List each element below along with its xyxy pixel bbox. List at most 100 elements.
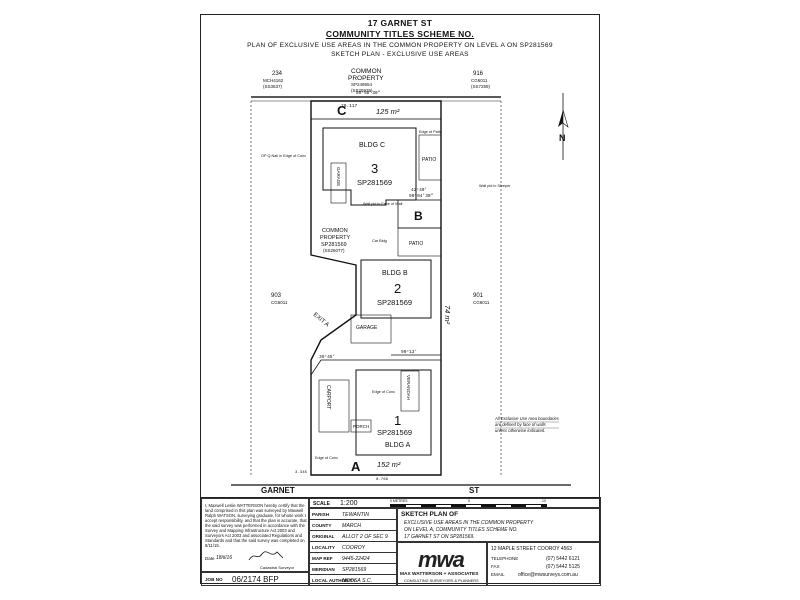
field-row: COUNTY MARCH [310, 520, 396, 531]
common-mid-3: SP281569 [321, 242, 347, 248]
lot1-sp: SP281569 [377, 428, 412, 437]
lot2-number: 2 [394, 281, 401, 296]
fields-cell: PARISH TEWANTIN COUNTY MARCH ORIGINAL ALLOT 2… [309, 508, 397, 586]
field-row: LOCALITY COOROY [310, 542, 396, 553]
exit-a-label: EXIT A [312, 312, 330, 329]
common-property-top-2: PROPERTY [348, 75, 384, 82]
note-line-1: All Exclusive Use Area boundaries [494, 416, 560, 421]
lot-234-plan: MCH4162 [263, 78, 284, 83]
area-a-size: 152 m² [377, 460, 401, 469]
scale-bar-0: 0 METRES [390, 499, 408, 503]
note-line-2: are defined by face of walls [495, 422, 547, 427]
top-bearing: 89°58'30" [356, 90, 381, 96]
common-property-top-3: SP249554 [351, 82, 373, 87]
field-key: LOCALITY [312, 545, 335, 550]
field-row: PARISH TEWANTIN [310, 509, 396, 520]
annotation-3: Car Bldg [372, 239, 387, 243]
surveyor-signature [248, 551, 284, 561]
north-label: N [559, 133, 566, 143]
plan-subtitle-2: SKETCH PLAN - EXCLUSIVE USE AREAS [331, 51, 469, 58]
scale-cell: SCALE 1:200 0 METRES 5 10 [309, 498, 601, 508]
sketch-title-cell: SKETCH PLAN OF EXCLUSIVE USE AREAS IN TH… [397, 508, 601, 542]
annotation-8: 3.345 [295, 471, 308, 475]
field-row: ORIGINAL ALLOT 2 OF SEC 9 [310, 531, 396, 542]
surveyor-statement: I, Maxwell Leslie WATTERSON hereby certi… [205, 503, 307, 548]
lot2-sp: SP281569 [377, 298, 412, 307]
bearing-exit: 39°45' [319, 354, 335, 360]
firm-logo: mwa [418, 547, 465, 572]
scale-key: SCALE [313, 501, 330, 507]
field-value: SP281569 [342, 566, 367, 573]
common-property-top-4: (SS25935) [351, 88, 373, 93]
annotation-9: 8.769 [376, 478, 389, 482]
job-no-value: 06/2174 BFP [232, 575, 279, 584]
date-value: 18/ii/16 [216, 555, 233, 561]
lot-901-label: 901 [473, 293, 484, 299]
area-c-size: 125 m² [376, 107, 400, 116]
lot-234-ss: (SS3637) [263, 84, 283, 89]
common-mid-2: PROPERTY [320, 235, 350, 241]
field-value: TEWANTIN [342, 511, 369, 518]
contact-cell: 12 MAPLE STREET COOROY 4563 TELEPHONE (0… [487, 542, 601, 586]
field-value: COOROY [342, 544, 366, 551]
garage-b: GARAGE [356, 325, 378, 331]
plan-subtitle: PLAN OF EXCLUSIVE USE AREAS IN THE COMMO… [247, 42, 553, 49]
field-key: PARISH [312, 512, 330, 517]
email-key: EMAIL [491, 572, 505, 577]
field-key: MAP REF [312, 556, 333, 561]
lot3-number: 3 [371, 161, 378, 176]
carport-label: CARPORT [325, 385, 331, 409]
sketch-title: SKETCH PLAN OF [401, 511, 459, 518]
bldg-c-label: BLDG C [359, 142, 385, 149]
sketch-desc-3: 17 GARNET ST ON SP281569. [404, 534, 475, 540]
telephone-value: (07) 5442 6121 [546, 556, 580, 562]
lot-916-ss: (SS7259) [471, 84, 491, 89]
scheme-title: COMMUNITY TITLES SCHEME NO. [325, 29, 475, 39]
lot-903-label: 903 [271, 293, 282, 299]
annotation-6: Edge of Patio [419, 130, 442, 134]
scale-bar-5: 5 [468, 499, 470, 503]
firm-cell: mwa MAX WATTERSON + ASSOCIATES CONSULTIN… [397, 542, 487, 586]
bearing-b: 90°04'30" [409, 193, 434, 199]
email-value: office@mwsurveys.com.au [518, 572, 578, 578]
area-c-label: C [337, 103, 347, 118]
field-key: COUNTY [312, 523, 332, 528]
lot-916-plan: CG6011 [471, 78, 488, 83]
annotation-4: Edge of Conc [372, 390, 395, 394]
lot3-sp: SP281569 [357, 178, 392, 187]
field-key: ORIGINAL [312, 534, 335, 539]
lot-916-label: 916 [473, 71, 484, 77]
annotation-2: Wall pid in Sleeper [479, 184, 511, 188]
date-label: Date [205, 556, 215, 561]
field-value: ALLOT 2 OF SEC 9 [342, 533, 388, 540]
job-no-cell: JOB NO 06/2174 BFP [201, 572, 309, 586]
annotation-7: Edge of Conc [315, 456, 338, 460]
surveyor-sig-label: Cadastral Surveyor [260, 565, 295, 570]
job-no-key: JOB NO [205, 577, 223, 582]
lot1-number: 1 [394, 413, 401, 428]
field-value: MARCH [342, 522, 362, 529]
note-line-3: unless otherwise indicated. [495, 428, 545, 433]
title-block: I, Maxwell Leslie WATTERSON hereby certi… [201, 497, 601, 586]
bldg-a-label: BLDG A [385, 442, 411, 449]
porch-label: PORCH [353, 424, 369, 429]
field-value: NOOSA S.C. [342, 577, 373, 584]
north-arrow-icon [558, 93, 569, 160]
patio-b: PATIO [409, 241, 423, 247]
scale-value: 1:200 [340, 500, 358, 507]
top-distance: 20.117 [341, 103, 358, 109]
firm-address: 12 MAPLE STREET COOROY 4563 [491, 546, 572, 552]
lot-903-plan: CG6011 [271, 300, 288, 305]
address-title: 17 GARNET ST [367, 18, 433, 28]
telephone-key: TELEPHONE [491, 556, 519, 561]
annotation-1: OP Q.Nail in Edge of Conc [261, 154, 306, 158]
field-key: MERIDIAN [312, 567, 335, 572]
field-row: MERIDIAN SP281569 [310, 564, 396, 575]
scale-bar-10: 10 [542, 499, 546, 503]
lot-234-label: 234 [272, 71, 283, 77]
survey-sheet: 17 GARNET ST COMMUNITY TITLES SCHEME NO.… [200, 14, 601, 586]
bldg-b-label: BLDG B [382, 270, 408, 277]
verandah-label: VERANDAH [406, 375, 411, 400]
